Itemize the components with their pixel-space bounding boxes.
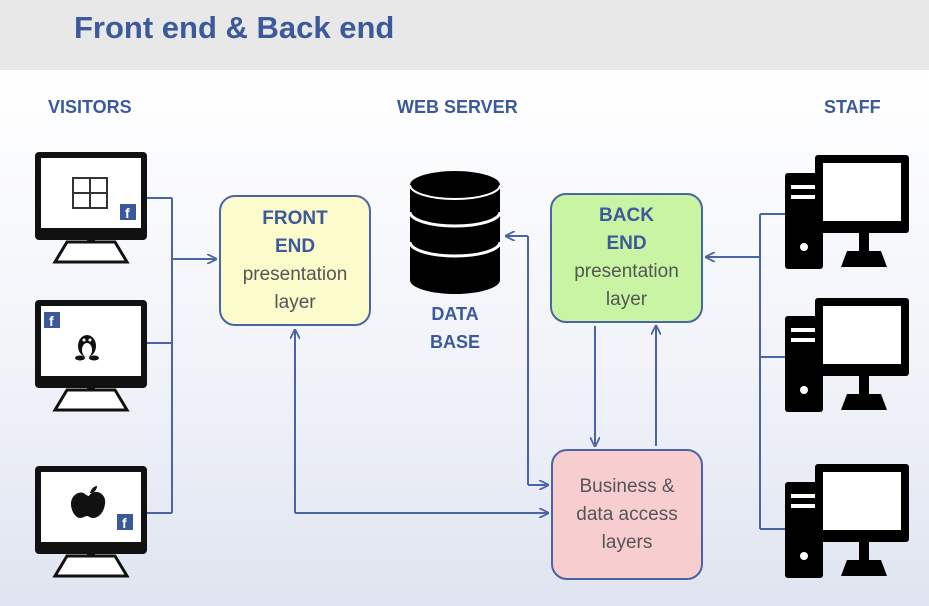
database-label: DATA BASE <box>400 300 510 356</box>
back-business-connector <box>595 326 656 446</box>
business-layers-box: Business & data access layers <box>551 449 703 580</box>
front-end-title-2: END <box>274 235 316 257</box>
front-business-connector <box>295 330 548 513</box>
database-icon <box>408 171 502 294</box>
svg-text:f: f <box>49 313 54 329</box>
visitor-monitor-windows: f <box>35 152 147 264</box>
back-end-title-2: END <box>606 233 647 254</box>
linux-tux-icon <box>75 335 99 361</box>
visitor-connectors <box>147 197 216 514</box>
front-end-title-1: FRONT <box>262 207 328 229</box>
web-server-heading: WEB SERVER <box>397 97 518 117</box>
apple-icon <box>71 486 106 518</box>
database-label-1: DATA <box>431 304 479 324</box>
database-business-connector <box>506 236 548 485</box>
back-end-title-1: BACK <box>599 205 654 226</box>
svg-text:f: f <box>122 515 127 531</box>
front-end-box: FRONT END presentation layer <box>219 195 371 326</box>
back-end-sub-2: layer <box>605 289 648 310</box>
facebook-icon: f <box>44 312 60 329</box>
visitor-monitor-linux: f <box>35 300 147 412</box>
staff-desktop-1 <box>785 155 909 269</box>
business-line-3: layers <box>601 531 653 553</box>
facebook-icon: f <box>117 514 133 531</box>
slide-title: Front end & Back end <box>74 10 395 45</box>
back-end-sub-1: presentation <box>574 261 679 282</box>
diagram-stage <box>0 70 929 606</box>
back-end-box: BACK END presentation layer <box>550 193 703 323</box>
business-line-2: data access <box>576 503 678 525</box>
svg-text:f: f <box>125 205 130 221</box>
facebook-icon: f <box>120 204 136 221</box>
visitors-heading: VISITORS <box>48 97 132 117</box>
title-bar <box>0 0 929 70</box>
staff-connectors <box>706 213 785 530</box>
business-line-1: Business & <box>579 475 675 497</box>
staff-desktop-2 <box>785 298 909 412</box>
visitor-monitor-apple: f <box>35 466 147 578</box>
front-end-sub-2: layer <box>274 291 316 313</box>
database-label-2: BASE <box>429 332 480 352</box>
front-end-sub-1: presentation <box>242 263 348 285</box>
windows-icon <box>72 177 108 209</box>
staff-desktop-3 <box>785 464 909 578</box>
staff-heading: STAFF <box>824 97 881 117</box>
